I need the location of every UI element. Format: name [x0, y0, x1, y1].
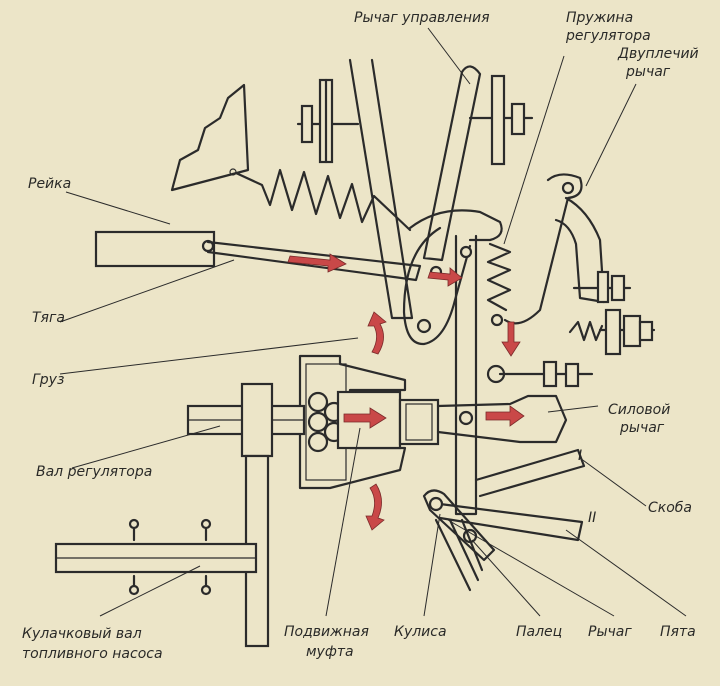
adjusting-screw — [486, 360, 594, 388]
rack — [94, 230, 216, 268]
label-double-lever-1: Двуплечий — [617, 46, 699, 62]
label-governor-shaft: Вал регулятора — [36, 464, 152, 480]
arrow-lever-right — [427, 267, 463, 287]
arrow-sleeve-right — [343, 407, 387, 429]
label-rack: Рейка — [28, 176, 71, 192]
label-control-lever: Рычаг управления — [354, 10, 490, 26]
label-movable-sleeve-2: муфта — [306, 644, 354, 660]
movable-sleeve — [336, 390, 440, 450]
power-lever — [436, 394, 568, 444]
return-spring — [234, 168, 412, 232]
arrow-weight-up — [367, 311, 387, 355]
drive-gear — [240, 382, 274, 648]
control-lever — [348, 58, 503, 320]
rocker-loop — [402, 226, 472, 346]
label-governor-spring-1: Пружина — [566, 10, 633, 26]
label-roman-two: II — [588, 510, 596, 526]
top-bolt-right — [468, 74, 534, 166]
label-rod: Тяга — [32, 310, 65, 326]
governor-spring — [486, 242, 512, 312]
label-camshaft-2: топливного насоса — [22, 646, 163, 662]
labels: Рычаг управления Пружина регулятора Двуп… — [22, 10, 699, 662]
arrow-weight-down — [365, 483, 385, 531]
vertical-rocker — [454, 234, 478, 516]
double-arm-lever — [490, 173, 606, 327]
motion-arrows — [287, 253, 525, 531]
top-bolt-left — [296, 78, 360, 164]
label-weight: Груз — [32, 372, 64, 388]
camshaft-bearings — [128, 518, 212, 596]
label-lever: Рычаг — [588, 624, 632, 640]
arrow-power-lever-right — [485, 405, 525, 427]
arrow-spring-down — [501, 321, 521, 357]
label-governor-spring-2: регулятора — [565, 28, 651, 44]
label-power-lever-1: Силовой — [608, 402, 670, 418]
right-stop-bolt — [568, 270, 656, 356]
label-bracket: Скоба — [648, 500, 692, 516]
label-power-lever-2: рычаг — [619, 420, 665, 436]
arrow-rod-right — [287, 253, 347, 273]
label-camshaft-1: Кулачковый вал — [22, 626, 142, 642]
camshaft — [54, 518, 258, 596]
label-roman-one: I — [578, 448, 582, 464]
label-heel: Пята — [660, 624, 696, 640]
bracket — [438, 448, 586, 542]
label-movable-sleeve-1: Подвижная — [284, 624, 369, 640]
label-double-lever-2: рычаг — [625, 64, 671, 80]
label-rocker: Кулиса — [394, 624, 447, 640]
leader-lines — [59, 27, 687, 617]
label-finger: Палец — [516, 624, 562, 640]
